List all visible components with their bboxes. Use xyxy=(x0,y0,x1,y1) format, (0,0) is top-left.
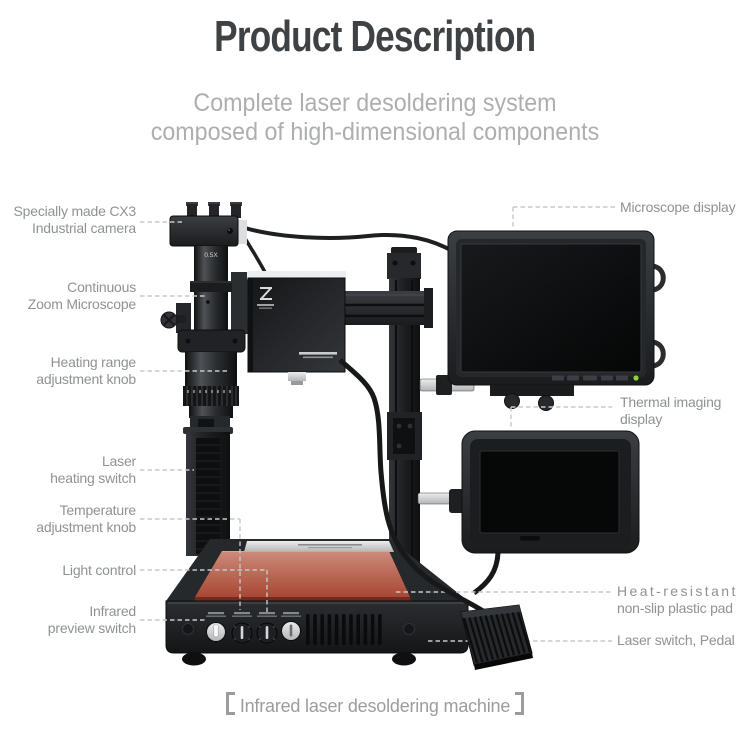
label-zoom-microscope: Continuous Zoom Microscope xyxy=(27,279,136,312)
ventilation-slots xyxy=(306,614,382,645)
right-support-column xyxy=(387,247,422,563)
camera-barrel-marking: 0.5X xyxy=(204,252,218,259)
label-infrared-preview-switch: Infrared preview switch xyxy=(47,603,136,636)
brand-logo-icon xyxy=(257,287,274,309)
bracket-right-icon xyxy=(515,692,525,715)
thermal-imaging-display xyxy=(461,430,640,596)
thermal-screen xyxy=(479,450,620,534)
base-foot xyxy=(182,652,206,666)
page-subtitle: Complete laser desoldering system compos… xyxy=(0,89,750,147)
industrial-camera xyxy=(169,202,247,247)
light-control-knob xyxy=(256,622,278,644)
focus-knurled-ring xyxy=(183,386,239,406)
subtitle-line-1: Complete laser desoldering system xyxy=(193,89,557,117)
label-microscope-display: Microscope display xyxy=(620,199,736,215)
laser-control-box xyxy=(247,271,346,385)
laser-nozzle xyxy=(288,372,306,381)
label-temperature-knob: Temperature adjustment knob xyxy=(36,502,136,535)
xy-adjust-thumbscrew xyxy=(160,311,186,329)
cable-hook-icon xyxy=(651,263,666,293)
machine-name-caption: Infrared laser desoldering machine xyxy=(0,692,750,717)
leader-lines xyxy=(140,206,617,642)
camera-to-monitor-cable xyxy=(244,226,456,254)
label-industrial-camera: Specially made CX3 Industrial camera xyxy=(13,203,137,236)
cable-hook-icon xyxy=(651,339,666,369)
label-heat-resistant-pad: Heat-resistant non-slip plastic pad xyxy=(617,583,738,616)
temperature-adjustment-knob xyxy=(231,622,253,644)
laserbox-to-pedal-cable xyxy=(338,358,485,614)
knob-labels xyxy=(206,612,301,617)
page-title: Product Description xyxy=(214,12,536,61)
base-foot xyxy=(392,652,416,666)
microscope-display xyxy=(447,230,666,411)
label-light-control: Light control xyxy=(62,562,136,578)
zoom-microscope: 0.5X xyxy=(160,246,246,432)
infrared-preview-switch-knob xyxy=(281,621,301,641)
heat-resistant-pad xyxy=(195,551,410,597)
monitor-screen xyxy=(460,243,642,373)
left-support-rail xyxy=(183,427,233,556)
label-heating-range-knob: Heating range adjustment knob xyxy=(36,354,136,387)
machine-base xyxy=(165,539,469,666)
thermal-display-cable xyxy=(472,552,501,596)
monitor-buttons xyxy=(552,375,639,381)
bracket-left-icon xyxy=(225,692,235,715)
deck-nameplate xyxy=(244,541,394,552)
label-thermal-imaging-display: Thermal imaging display xyxy=(620,394,722,427)
caption-text: Infrared laser desoldering machine xyxy=(239,696,511,716)
subtitle-line-2: composed of high-dimensional components xyxy=(150,118,600,146)
laser-heating-switch-toggle xyxy=(206,622,226,642)
monitor-arm-clamp xyxy=(436,375,452,395)
label-laser-switch-pedal: Laser switch, Pedal xyxy=(617,632,735,648)
power-led xyxy=(633,375,639,381)
foot-pedal xyxy=(460,604,533,670)
label-laser-heating-switch: Laser heating switch xyxy=(50,453,136,486)
